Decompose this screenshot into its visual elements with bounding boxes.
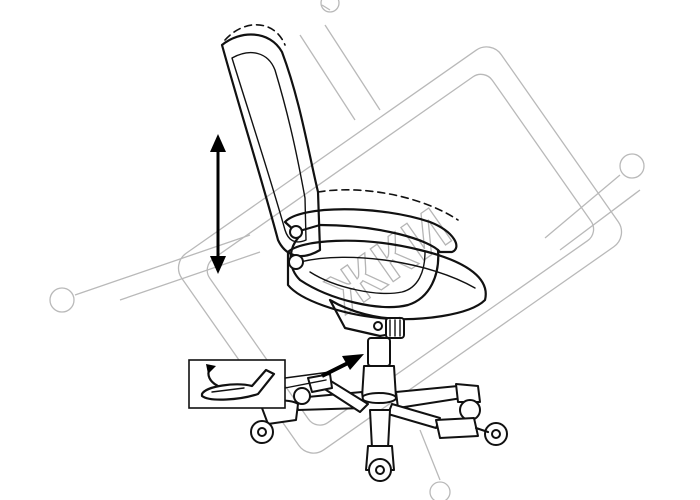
lever-lift-icon — [206, 364, 220, 388]
pointer-arrow-icon — [321, 354, 364, 378]
star-base — [295, 377, 463, 449]
lever-icon — [200, 368, 276, 401]
height-arrow-icon — [210, 134, 226, 274]
caster-front-right — [435, 417, 508, 446]
watermark: ЖКИ — [49, 0, 645, 500]
lever-inset — [188, 359, 331, 409]
caster-front — [365, 445, 395, 482]
backrest — [220, 33, 322, 258]
backrest-tilt-outline — [224, 24, 286, 46]
armrest — [283, 208, 458, 254]
caster-right — [455, 383, 481, 421]
gas-cylinder — [367, 337, 391, 367]
chair — [220, 24, 508, 482]
